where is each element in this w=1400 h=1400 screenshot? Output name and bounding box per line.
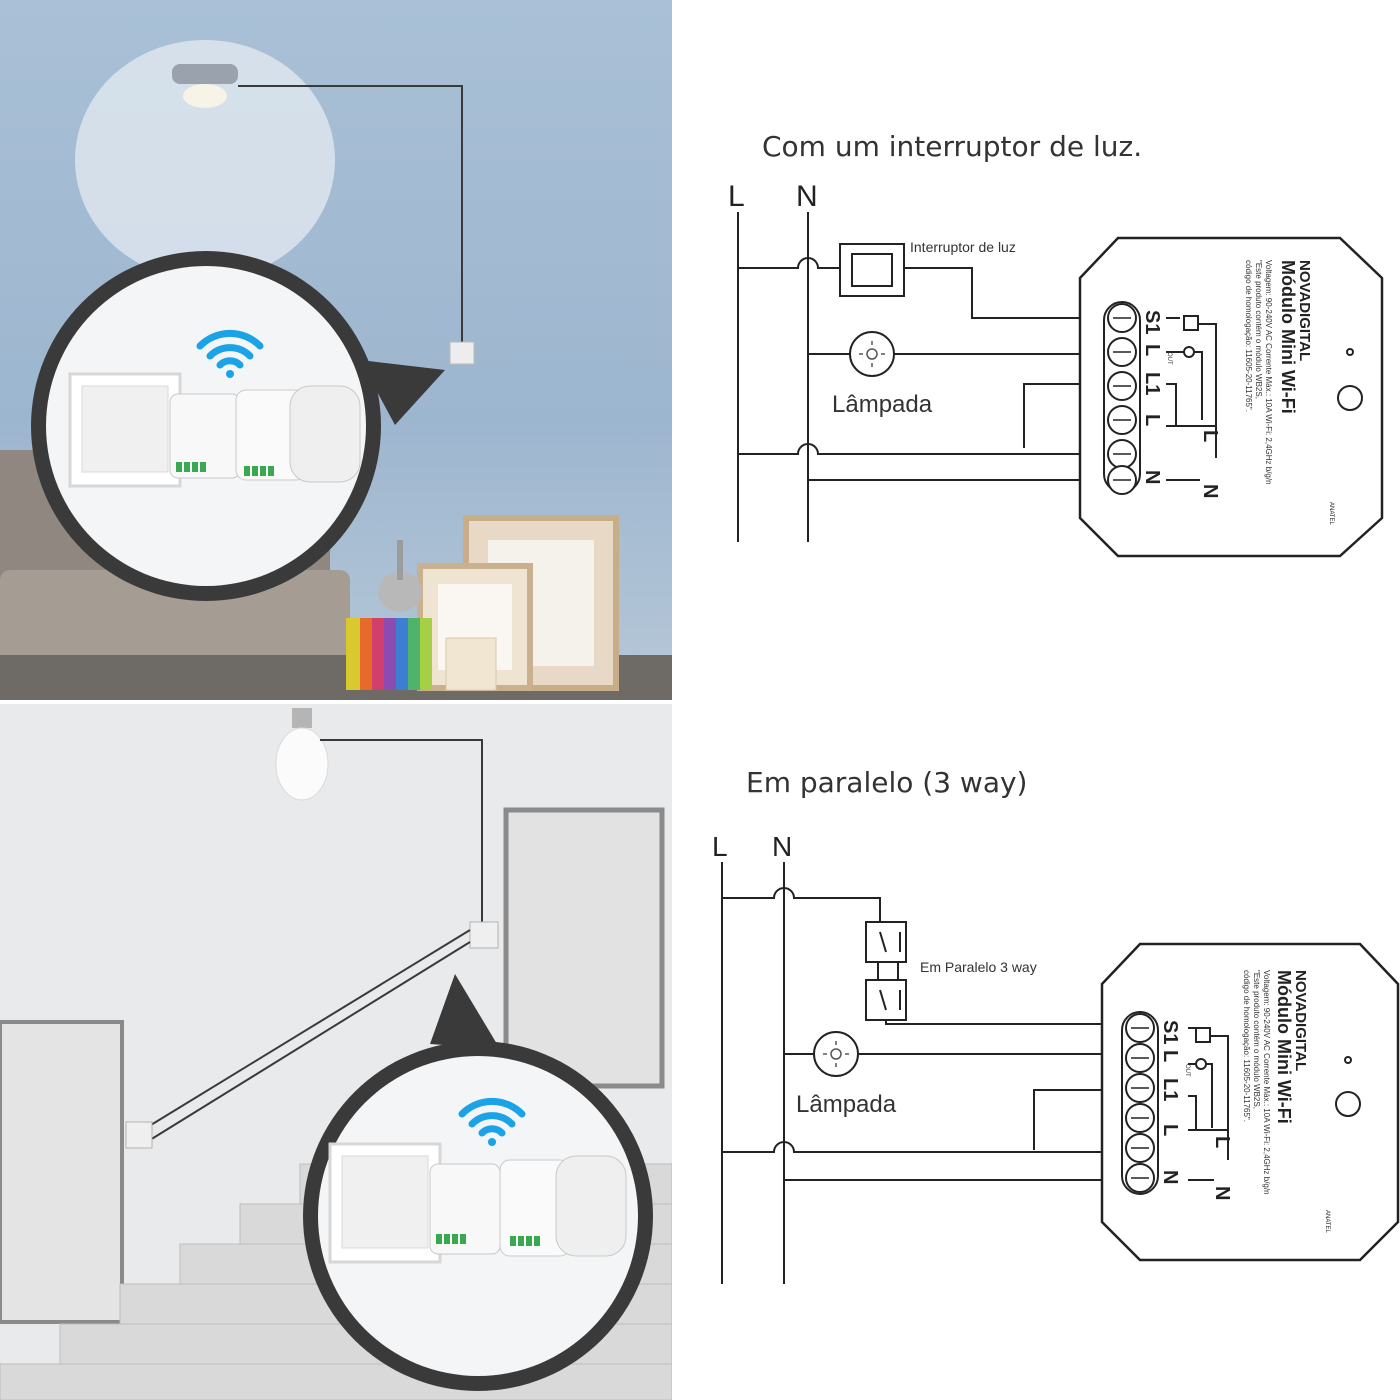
internal-n: N xyxy=(1199,484,1221,498)
lamp-label: Lâmpada xyxy=(796,1091,897,1118)
line-label: L xyxy=(712,831,728,862)
lamp-label: Lâmpada xyxy=(832,391,933,418)
internal-l: L xyxy=(1199,430,1221,442)
module-brand: NOVADIGITAL xyxy=(1296,260,1313,361)
module-spec-1: Voltagem: 90-240V AC Corrente Máx.: 10A … xyxy=(1262,970,1271,1195)
lamp-icon xyxy=(859,341,885,367)
wifi-icon xyxy=(458,1097,526,1146)
out-label: OUT xyxy=(1166,352,1172,365)
stairway-scene xyxy=(0,704,672,1400)
out-label: OUT xyxy=(1184,1064,1190,1077)
upper-switch xyxy=(469,921,499,949)
module-spec-3: código de homologação: 11605-20-11765". xyxy=(1244,260,1253,412)
bottom-diagram-title: Em paralelo (3 way) xyxy=(746,766,1028,799)
wall-switch xyxy=(449,341,475,365)
terminal-n: N xyxy=(1141,470,1163,484)
cert-logo: ANATEL xyxy=(1328,502,1334,526)
module-spec-3: código de homologação: 11605-20-11765". xyxy=(1242,970,1251,1122)
terminal-s1: S1 xyxy=(1159,1020,1181,1044)
ceiling-lamp xyxy=(172,64,238,108)
terminal-l1: L1 xyxy=(1159,1078,1181,1101)
door xyxy=(503,807,665,1089)
book-stack xyxy=(346,618,497,691)
terminal-n: N xyxy=(1159,1170,1181,1184)
wifi-icon xyxy=(196,329,264,378)
switch-label: Interruptor de luz xyxy=(910,239,1016,255)
module-spec-1: Voltagem: 90-240V AC Corrente Máx.: 10A … xyxy=(1264,260,1273,485)
switch-label: Em Paralelo 3 way xyxy=(920,959,1037,975)
cert-logo: ANATEL xyxy=(1324,1210,1330,1234)
neutral-label: N xyxy=(796,180,818,213)
terminal-l: L xyxy=(1159,1124,1181,1136)
terminal-block xyxy=(1121,1011,1159,1195)
module-spec-2: "Este produto contém o módulo WB2S, xyxy=(1254,260,1263,399)
lower-switch xyxy=(125,1121,153,1149)
module-brand: NOVADIGITAL xyxy=(1292,970,1309,1071)
lamp-icon xyxy=(823,1041,849,1067)
terminal-block xyxy=(1103,301,1141,495)
terminal-l1: L1 xyxy=(1141,372,1163,395)
module-spec-2: "Este produto contém o módulo WB2S, xyxy=(1252,970,1261,1109)
living-room-scene xyxy=(0,0,672,700)
internal-l: L xyxy=(1211,1136,1233,1148)
light-bulb xyxy=(275,708,329,801)
terminal-l-in: L xyxy=(1141,344,1163,356)
wiring-diagram-3way: L N Em Paralelo 3 way Lâmpada NOVADIGITA… xyxy=(700,740,1400,1300)
internal-n: N xyxy=(1211,1186,1233,1200)
top-diagram-title: Com um interruptor de luz. xyxy=(762,130,1143,163)
module-name: Módulo Mini Wi-Fi xyxy=(1278,260,1298,414)
wiring-diagram-single-switch: L N Interruptor de luz Lâmpada NOVADIGIT… xyxy=(700,100,1400,600)
terminal-l-in: L xyxy=(1159,1050,1181,1062)
line-label: L xyxy=(728,180,745,213)
terminal-l: L xyxy=(1141,414,1163,426)
module-name: Módulo Mini Wi-Fi xyxy=(1274,970,1294,1124)
module-closeup-bubble xyxy=(31,251,445,601)
vase xyxy=(378,540,422,612)
module-closeup-bubble xyxy=(303,974,653,1391)
terminal-s1: S1 xyxy=(1141,310,1163,334)
neutral-label: N xyxy=(772,831,792,862)
